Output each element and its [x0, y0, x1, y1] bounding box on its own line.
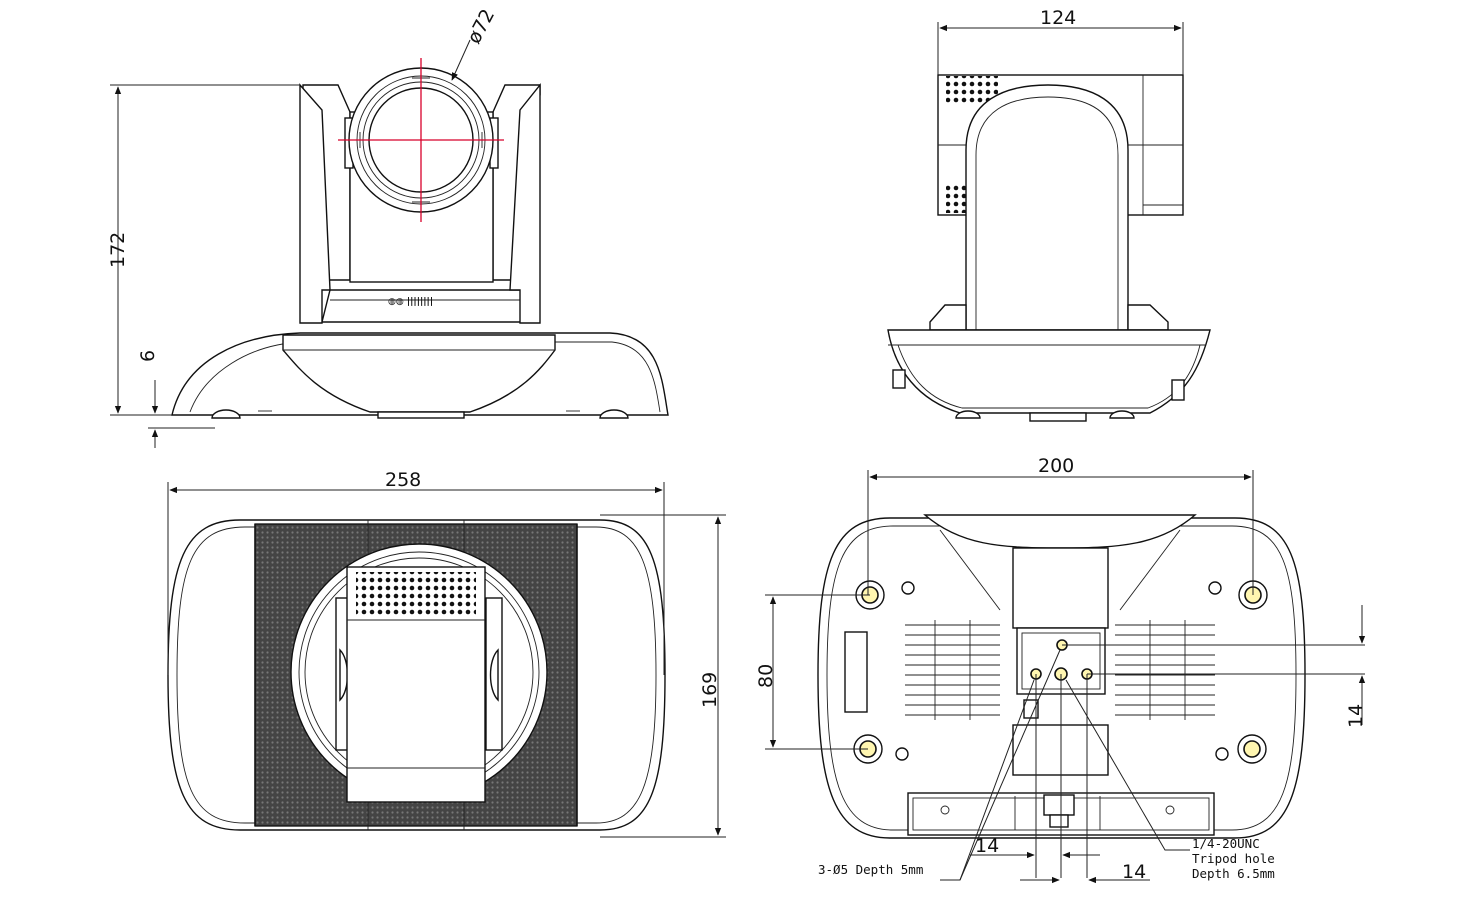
bottom-spacing-label: 80: [755, 664, 777, 688]
bottom-hole-offset-a-label: 14: [975, 835, 999, 857]
bottom-grille-left: [905, 620, 1000, 720]
top-depth-label: 169: [699, 672, 721, 708]
bottom-hole-offset-b-label: 14: [1122, 861, 1146, 883]
brand-logo-text: ◍◍ ||||||||: [388, 297, 433, 307]
side-view: 124: [887, 7, 1211, 422]
side-width-label: 124: [1040, 7, 1076, 29]
tripod-note-line2: Tripod hole: [1192, 851, 1275, 866]
bottom-width-label: 200: [1038, 455, 1074, 477]
front-foot-label: 6: [137, 350, 159, 362]
top-width-label: 258: [385, 469, 421, 491]
tripod-note-line3: Depth 6.5mm: [1192, 866, 1275, 881]
tripod-note-line1: 1/4-20UNC: [1192, 836, 1260, 851]
front-view: ◍◍ |||||||| ø72 172: [107, 5, 669, 448]
top-head-vent: [356, 572, 476, 617]
lens-diameter-label: ø72: [463, 5, 499, 47]
top-view: 258 169: [167, 469, 726, 838]
bottom-view: 200 80 14 14 14 3-Ø5 Depth 5mm 1/4-20UNC…: [755, 455, 1367, 884]
bottom-right-offset-label: 14: [1345, 704, 1367, 728]
front-height-label: 172: [107, 232, 129, 268]
bottom-grille-right: [1115, 620, 1215, 720]
mount-holes-note: 3-Ø5 Depth 5mm: [818, 862, 923, 877]
